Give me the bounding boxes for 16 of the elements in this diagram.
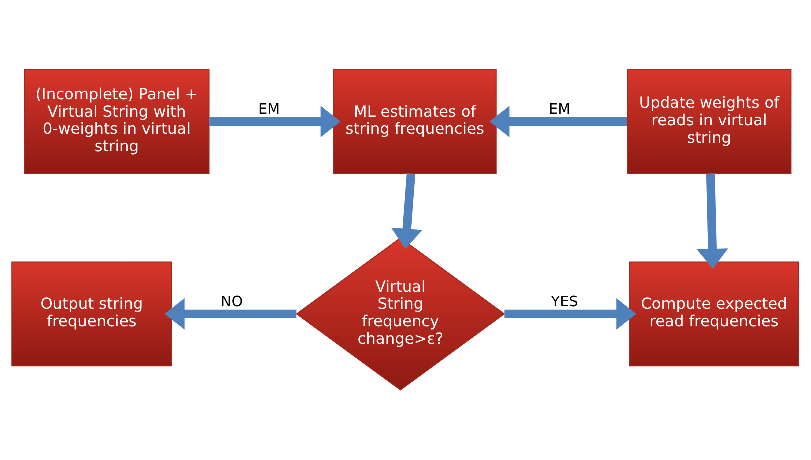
edge-label: YES [551, 294, 578, 310]
node-diamond: Virtual String frequency change>ε? [296, 238, 506, 391]
arrow [504, 298, 637, 330]
edge-label: EM [258, 102, 280, 118]
arrow [391, 173, 423, 249]
node-box: Output string frequencies [12, 262, 172, 367]
node-box: Update weights of reads in virtual string [627, 69, 792, 174]
arrow [164, 298, 297, 330]
node-box: (Incomplete) Panel + Virtual String with 0-weights in virtual string [24, 69, 210, 174]
edge-label: NO [220, 294, 244, 310]
node-box: Compute expected read frequencies [629, 262, 800, 367]
edge-label: EM [548, 102, 571, 118]
arrow [696, 174, 728, 270]
arrow [210, 106, 341, 138]
arrow [490, 106, 628, 138]
node-box: ML estimates of string frequencies [333, 69, 497, 174]
